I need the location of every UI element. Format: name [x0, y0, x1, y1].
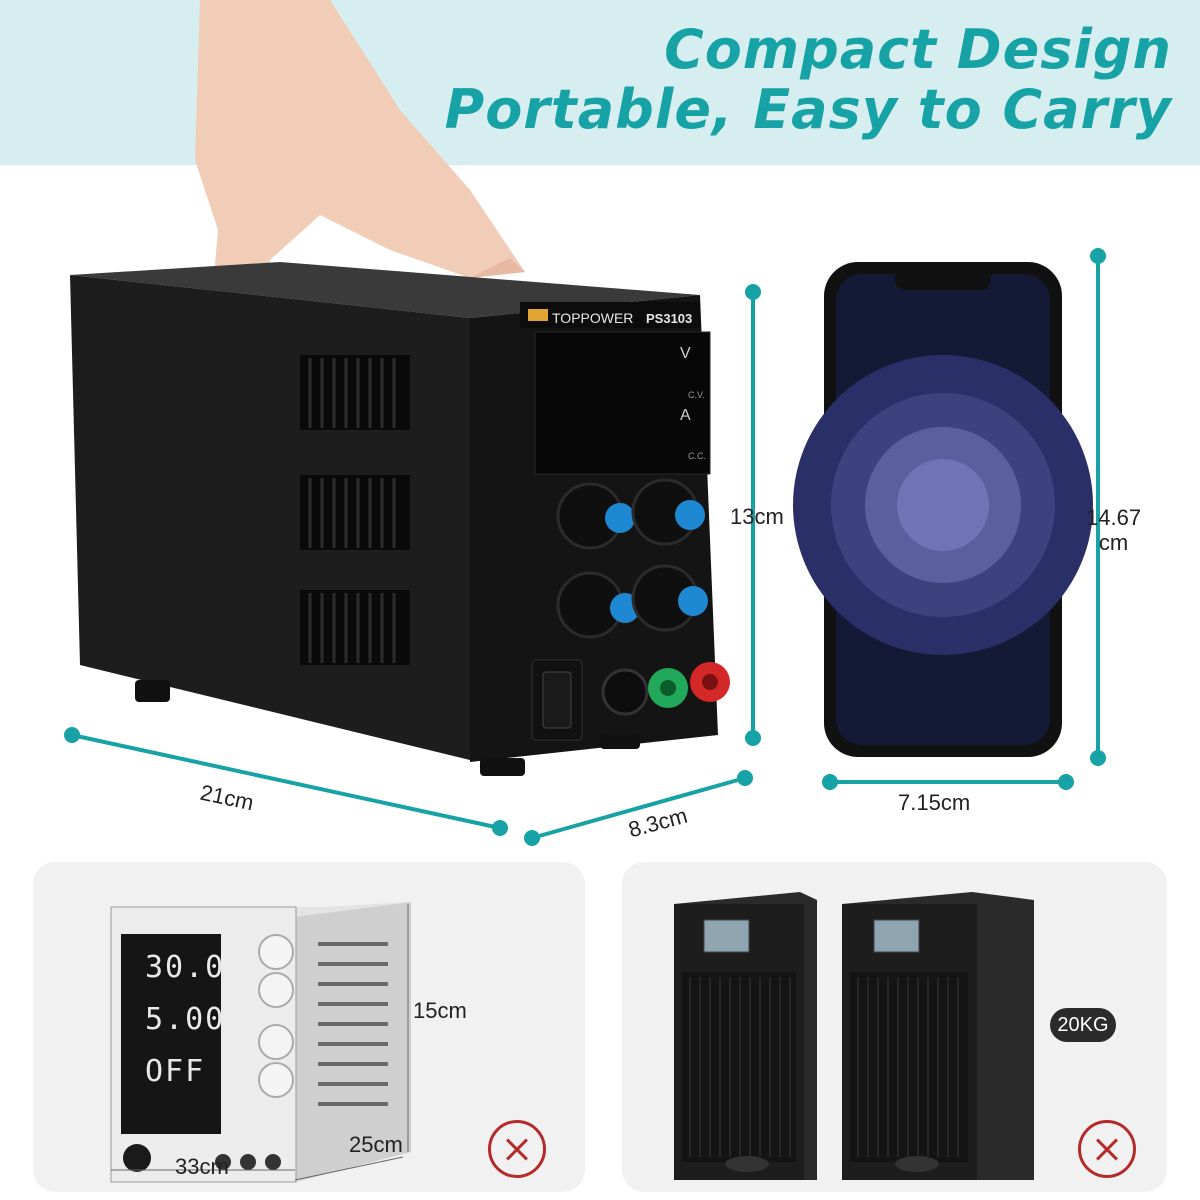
- brand-label: TOPPOWER: [552, 310, 633, 326]
- reject-icon: [488, 1120, 546, 1178]
- comparison-panel-heavy-ups: [622, 862, 1167, 1192]
- power-supply-image: TOPPOWER PS3103 V C.V. A C.C.: [70, 262, 730, 776]
- large-supply-current: 5.00: [145, 1002, 226, 1037]
- large-supply-voltage: 30.0: [145, 950, 226, 985]
- ps-height-label: 13cm: [730, 504, 784, 529]
- large-supply-width-label: 33cm: [175, 1154, 229, 1179]
- phone-height-label: 14.67 cm: [1086, 505, 1142, 555]
- cc-indicator: C.C.: [688, 451, 706, 461]
- large-supply-image: [110, 902, 411, 1183]
- comparison-panel-large-supply: 30.0 5.00 OFF 15cm 25cm 33cm: [33, 862, 585, 1192]
- volt-unit: V: [680, 345, 691, 362]
- amp-unit: A: [680, 407, 691, 424]
- headline-line-1: Compact Design: [664, 18, 1172, 81]
- phone-image: [793, 262, 1093, 757]
- dimension-lines: [64, 248, 1106, 846]
- weight-badge: 20KG: [1050, 1008, 1116, 1042]
- model-label: PS3103: [646, 311, 692, 326]
- cv-indicator: C.V.: [688, 390, 705, 400]
- large-supply-height-label: 15cm: [413, 998, 467, 1023]
- heavy-ups-image: [674, 892, 1034, 1180]
- reject-icon: [1078, 1120, 1136, 1178]
- hand-image: [195, 0, 525, 340]
- large-supply-depth-label: 25cm: [349, 1132, 403, 1157]
- large-supply-status: OFF: [145, 1054, 206, 1089]
- headline-line-2: Portable, Easy to Carry: [444, 78, 1172, 141]
- phone-width-label: 7.15cm: [898, 790, 971, 815]
